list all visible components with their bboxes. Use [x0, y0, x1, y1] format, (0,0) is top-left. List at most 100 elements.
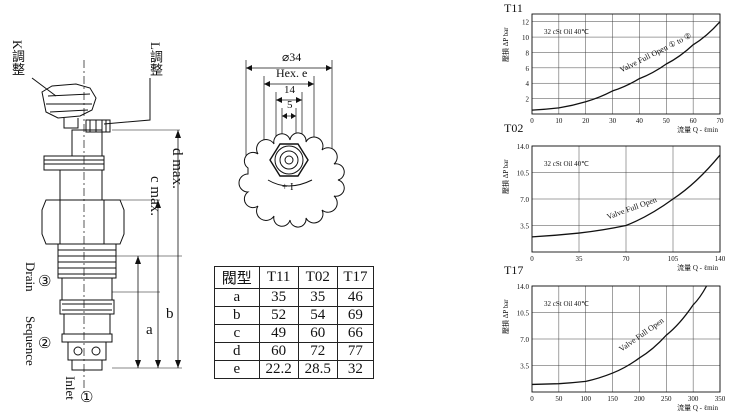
- inlet-port-number: ①: [80, 390, 94, 406]
- dimension-table: 閥型 T11 T02 T17 a 35 35 46 b 52 54 69 c 4…: [214, 266, 375, 379]
- table-cell: 60: [258, 342, 299, 361]
- table-cell: b: [214, 306, 260, 325]
- c-max-label: c max.: [147, 176, 163, 216]
- x-tick-label: 100: [580, 395, 591, 403]
- chart-annotation: 32 cSt Oil 40℃: [544, 160, 589, 168]
- chart-title: T02: [504, 121, 523, 135]
- table-cell: 32: [336, 360, 375, 379]
- chart-title: T11: [504, 1, 523, 15]
- diameter-label: ⌀34: [282, 50, 302, 64]
- x-tick-label: 0: [530, 395, 534, 403]
- x-tick-label: 60: [690, 117, 698, 125]
- x-tick-label: 35: [576, 255, 584, 263]
- y-axis-label: 壓損 ΔP bar: [501, 159, 510, 194]
- x-tick-label: 70: [717, 117, 725, 125]
- y-tick-label: 10.5: [517, 310, 530, 318]
- y-tick-label: 14.0: [517, 143, 530, 151]
- table-cell: a: [214, 288, 260, 307]
- table-row: b 52 54 69: [214, 306, 375, 325]
- x-axis-label: 流量 Q - ℓmin: [677, 125, 718, 134]
- table-row: d 60 72 77: [214, 342, 375, 361]
- pressure-drop-charts: T11 0 10 20 30 40 50 60 70 2 4 6 8 10 12 壓損 ΔP bar 流量 Q …: [501, 1, 726, 412]
- table-cell: 28.5: [297, 360, 338, 379]
- sequence-port-label: Sequence: [23, 316, 38, 366]
- x-axis-label: 流量 Q - ℓmin: [677, 263, 718, 272]
- x-tick-label: 350: [715, 395, 726, 403]
- inlet-port-label: Inlet: [63, 376, 78, 400]
- table-cell: 66: [336, 324, 375, 343]
- x-tick-label: 50: [663, 117, 671, 125]
- plot-frame: [531, 145, 721, 253]
- a-label: a: [146, 322, 153, 338]
- y-tick-label: 7.0: [520, 336, 529, 344]
- x-tick-label: 70: [623, 255, 631, 263]
- d-max-label: d max.: [169, 148, 185, 189]
- y-tick-label: 4: [526, 80, 530, 88]
- valve-side-view: [31, 60, 182, 395]
- sequence-port-number: ②: [38, 336, 52, 352]
- x-tick-label: 0: [530, 255, 534, 263]
- x-tick-label: 105: [668, 255, 679, 263]
- y-tick-label: 10: [522, 34, 530, 42]
- table-cell: d: [214, 342, 260, 361]
- series-line: [531, 21, 721, 111]
- y-tick-label: 12: [522, 19, 530, 27]
- table-cell: 22.2: [258, 360, 299, 379]
- table-cell: 72: [297, 342, 338, 361]
- series-label: Valve Full Open: [617, 316, 665, 354]
- k-adjust-label: K調整: [10, 40, 25, 76]
- y-axis-label: 壓損 ΔP bar: [501, 27, 510, 62]
- x-tick-label: 50: [555, 395, 563, 403]
- table-header-cell: T11: [258, 266, 299, 289]
- table-row: c 49 60 66: [214, 324, 375, 343]
- x-tick-label: 20: [582, 117, 590, 125]
- x-tick-label: 250: [661, 395, 672, 403]
- x-tick-label: 30: [609, 117, 617, 125]
- plot-frame: [531, 285, 721, 393]
- table-cell: 49: [258, 324, 299, 343]
- x-tick-label: 300: [688, 395, 699, 403]
- y-tick-label: 14.0: [517, 283, 530, 291]
- table-row: e 22.2 28.5 32: [214, 360, 375, 379]
- chart-annotation: 32 cSt Oil 40℃: [544, 300, 589, 308]
- hex-label: Hex. e: [276, 66, 308, 80]
- chart-title: T17: [504, 263, 523, 277]
- valve-top-view: [238, 60, 345, 228]
- table-header-cell: 閥型: [214, 266, 260, 289]
- y-tick-label: 2: [526, 96, 530, 104]
- chart-annotation: 32 cSt Oil 40℃: [544, 28, 589, 36]
- table-header-cell: T17: [336, 266, 375, 289]
- table-cell: e: [214, 360, 260, 379]
- y-tick-label: 7.0: [520, 196, 529, 204]
- x-tick-label: 150: [607, 395, 618, 403]
- table-header-row: 閥型 T11 T02 T17: [214, 266, 375, 289]
- table-cell: 69: [336, 306, 375, 325]
- y-tick-label: 8: [526, 49, 530, 57]
- table-row: a 35 35 46: [214, 288, 375, 307]
- y-tick-label: 10.5: [517, 170, 530, 178]
- y-tick-label: 6: [526, 65, 530, 73]
- table-cell: 46: [336, 288, 375, 307]
- table-cell: 54: [297, 306, 338, 325]
- drain-port-label: Drain: [23, 262, 38, 292]
- series-line: [531, 285, 708, 386]
- plot-frame: [531, 13, 721, 115]
- table-cell: 77: [336, 342, 375, 361]
- x-tick-label: 200: [634, 395, 645, 403]
- table-cell: 52: [258, 306, 299, 325]
- table-cell: 60: [297, 324, 338, 343]
- x-tick-label: 140: [715, 255, 726, 263]
- x-tick-label: 40: [636, 117, 644, 125]
- y-tick-label: 3.5: [520, 223, 529, 231]
- table-cell: c: [214, 324, 260, 343]
- x-tick-label: 10: [555, 117, 563, 125]
- dim-14-label: 14: [284, 84, 295, 96]
- table-cell: 35: [258, 288, 299, 307]
- dim-5-label: 5: [287, 99, 293, 111]
- y-axis-label: 壓損 ΔP bar: [501, 299, 510, 334]
- rotation-sign: + I: [282, 182, 294, 193]
- x-tick-label: 0: [530, 117, 534, 125]
- table-cell: 35: [297, 288, 338, 307]
- drain-port-number: ③: [38, 274, 52, 290]
- b-label: b: [166, 306, 174, 322]
